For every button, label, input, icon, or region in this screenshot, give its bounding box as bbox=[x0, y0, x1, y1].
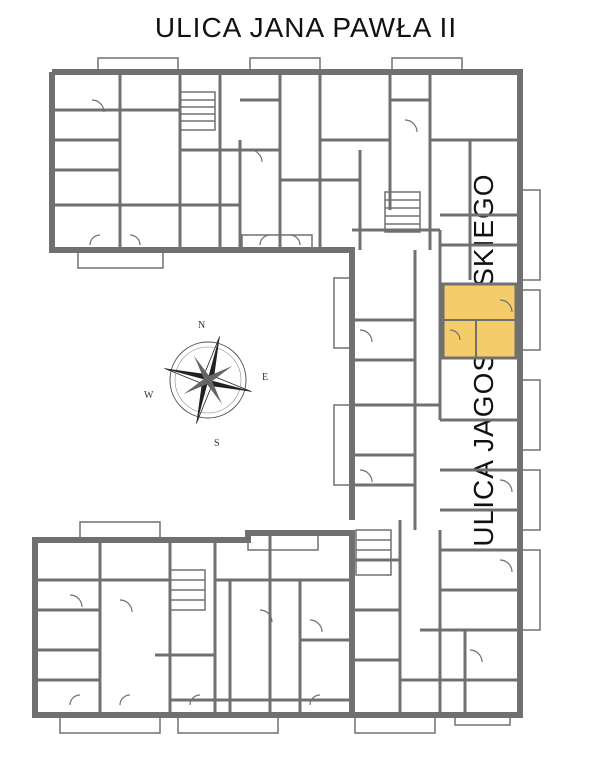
compass-east-label: E bbox=[262, 372, 268, 383]
building-walls bbox=[32, 57, 541, 734]
compass-south-label: S bbox=[214, 438, 220, 449]
compass-north-label: N bbox=[198, 320, 205, 331]
compass-rose: N E S W bbox=[144, 320, 268, 449]
street-label-top: ULICA JANA PAWŁA II bbox=[154, 12, 458, 43]
compass-west-label: W bbox=[144, 390, 154, 401]
highlighted-apartment[interactable] bbox=[441, 282, 518, 360]
